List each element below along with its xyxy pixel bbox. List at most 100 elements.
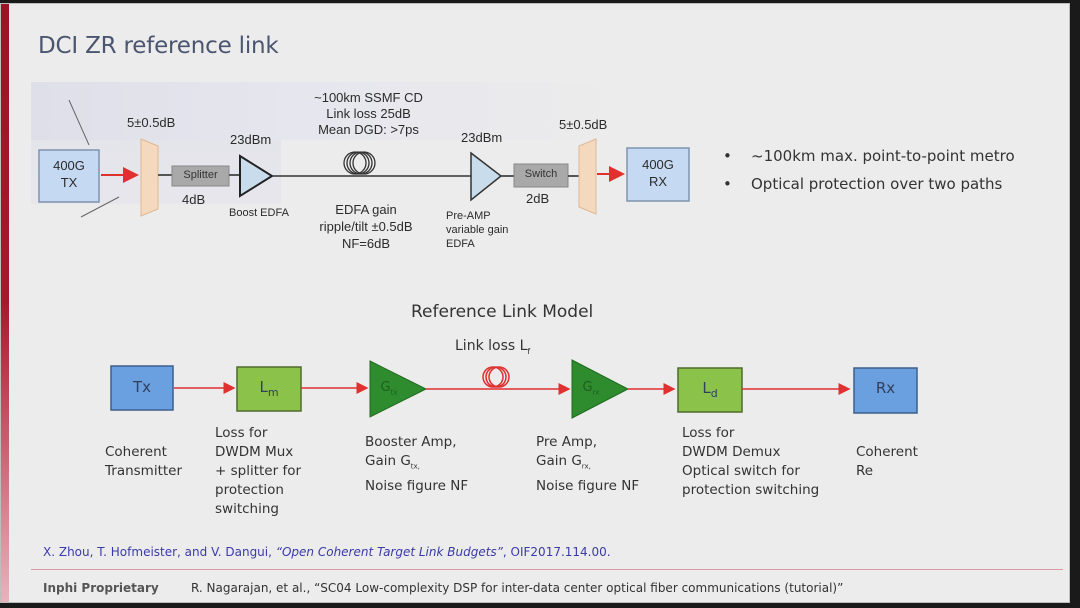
- booster-amp-label: Gtx: [374, 380, 404, 397]
- bullet-dot-icon: •: [723, 175, 732, 193]
- symbol: G: [380, 380, 391, 395]
- bullet-text: Optical protection over two paths: [751, 175, 1003, 193]
- reference-model-title: Reference Link Model: [411, 302, 594, 322]
- gain-subscript: tx,: [410, 462, 420, 471]
- fiber-spec-line: Link loss 25dB: [326, 106, 411, 121]
- reference-authors: X. Zhou, T. Hofmeister, and V. Dangui,: [43, 545, 276, 559]
- pre-amp-label: Pre-AMP variable gain EDFA: [446, 209, 508, 251]
- bullet-text: ~100km max. point-to-point metro: [751, 147, 1015, 165]
- slide-title: DCI ZR reference link: [38, 33, 279, 59]
- demux-loss-description: Loss for DWDM Demux Optical switch for p…: [682, 424, 819, 500]
- gain-subscript: rx,: [581, 462, 591, 471]
- tx-block-label: Tx: [132, 378, 152, 396]
- photo-background-band: [31, 82, 631, 140]
- booster-amp-triangle: [369, 360, 428, 418]
- link-loss-subscript: f: [527, 346, 531, 356]
- desc-line: Loss for: [682, 425, 735, 441]
- pre-amp-label-line: variable gain: [446, 224, 509, 236]
- pointer-line: [68, 99, 90, 146]
- mux-shape: [140, 138, 159, 217]
- top-link-diagram: [38, 99, 690, 218]
- symbol-subscript: rx: [592, 388, 600, 397]
- desc-line: Gain Gtx,: [365, 452, 468, 477]
- symbol-subscript: m: [267, 386, 279, 399]
- rx-label-line2: RX: [648, 174, 668, 189]
- desc-line: protection: [215, 482, 284, 498]
- demux-loss-block-label: Ld: [678, 379, 742, 400]
- boost-amp-power: 23dBm: [230, 132, 272, 147]
- switch-loss: 2dB: [526, 191, 550, 206]
- reference-suffix: , OIF2017.114.00.: [502, 545, 611, 559]
- mux-loss-description: Loss for DWDM Mux + splitter for protect…: [215, 424, 301, 519]
- pre-amp-triangle: [571, 359, 630, 419]
- desc-line: DWDM Demux: [682, 444, 781, 460]
- rx-label: 400G RX: [627, 156, 689, 190]
- fiber-spec-line: ~100km SSMF CD: [314, 90, 423, 105]
- desc-line: DWDM Mux: [215, 444, 294, 460]
- desc-line: + splitter for: [215, 463, 302, 479]
- rx-box: [626, 147, 690, 202]
- switch-label: Switch: [524, 168, 558, 180]
- pointer-line: [80, 196, 120, 218]
- accent-bar: [1, 4, 9, 602]
- bullet-list: • ~100km max. point-to-point metro • Optic…: [723, 145, 1015, 201]
- tx-block: [110, 365, 174, 411]
- rx-block: [853, 367, 918, 414]
- demux-loss-block: [677, 367, 743, 413]
- desc-line: Noise figure NF: [536, 477, 640, 494]
- mux-loss-block: [236, 366, 302, 412]
- primary-reference: X. Zhou, T. Hofmeister, and V. Dangui, “…: [43, 545, 611, 559]
- desc-line: switching: [215, 501, 279, 517]
- boost-amp-triangle: [239, 154, 274, 198]
- desc-line: Gain Grx,: [536, 452, 639, 477]
- tx-label: 400G TX: [39, 157, 99, 191]
- footer-reference: R. Nagarajan, et al., “SC04 Low-complexi…: [191, 581, 844, 595]
- desc-line: Pre Amp,: [536, 434, 598, 450]
- edfa-note-line: NF=6dB: [341, 236, 391, 251]
- pre-amp-power: 23dBm: [461, 130, 503, 145]
- edfa-note-line: EDFA gain: [335, 202, 397, 217]
- bullet-dot-icon: •: [723, 147, 732, 165]
- pre-amp-label-line: Pre-AMP: [446, 210, 491, 222]
- desc-line: Coherent: [105, 444, 167, 460]
- tx-label-line2: TX: [60, 175, 78, 190]
- splitter-label: Splitter: [183, 169, 218, 181]
- demux-shape: [578, 138, 597, 215]
- splitter-loss: 4dB: [182, 192, 206, 207]
- desc-line: Booster Amp,: [365, 434, 457, 450]
- edfa-note-line: ripple/tilt ±0.5dB: [319, 219, 413, 234]
- mux-loss-block-label: Lm: [237, 378, 301, 399]
- desc-line: Loss for: [215, 425, 268, 441]
- symbol-subscript: d: [710, 387, 718, 400]
- fiber-spec: ~100km SSMF CD Link loss 25dB Mean DGD: …: [296, 90, 441, 138]
- booster-amp-description: Booster Amp, Gain Gtx, Noise figure NF: [365, 433, 468, 496]
- desc-line: Re: [856, 463, 874, 479]
- link-loss-label: Link loss Lf: [455, 337, 530, 361]
- rx-description: Coherent Re: [856, 443, 918, 481]
- desc-line: protection switching: [682, 482, 820, 498]
- bullet-item: • Optical protection over two paths: [723, 173, 1015, 201]
- boost-amp-label: Boost EDFA: [229, 207, 289, 219]
- fiber-coil-icon: [482, 366, 510, 388]
- rx-label-line1: 400G: [642, 157, 674, 172]
- pre-amp-description: Pre Amp, Gain Grx, Noise figure NF: [536, 433, 639, 496]
- desc-line: Transmitter: [105, 463, 183, 479]
- tx-description: Coherent Transmitter: [105, 443, 182, 481]
- mux-loss-label: 5±0.5dB: [127, 115, 176, 130]
- desc-line: Optical switch for: [682, 463, 800, 479]
- pre-amp-label-line: EDFA: [446, 238, 475, 250]
- tx-box: [38, 149, 100, 203]
- symbol: L: [259, 378, 268, 396]
- symbol-subscript: tx: [390, 388, 398, 397]
- desc-line: Noise figure NF: [365, 477, 469, 494]
- reference-title: “Open Coherent Target Link Budgets”: [275, 545, 503, 559]
- edfa-note: EDFA gain ripple/tilt ±0.5dB NF=6dB: [301, 201, 431, 252]
- pre-amp-triangle: [470, 151, 503, 202]
- fiber-coil-icon: [343, 151, 376, 175]
- tx-label-line1: 400G: [53, 158, 85, 173]
- gain-text: Gain G: [536, 453, 582, 469]
- symbol: L: [702, 379, 711, 397]
- pre-amp-label: Grx: [576, 380, 606, 397]
- symbol: G: [582, 380, 593, 395]
- rx-block-label: Rx: [875, 379, 896, 397]
